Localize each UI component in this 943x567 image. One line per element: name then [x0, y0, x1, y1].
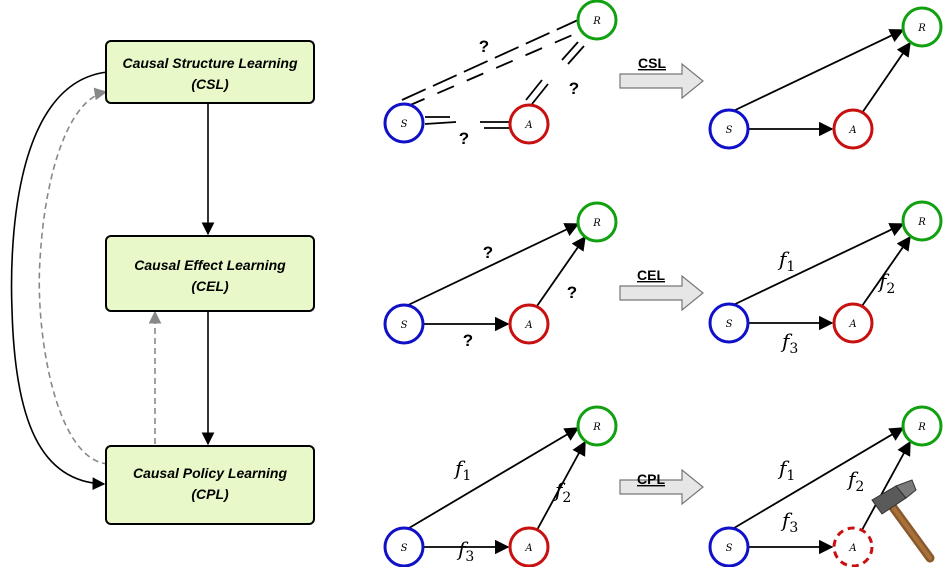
node-a-label: A	[848, 543, 856, 554]
node-a-label: A	[524, 120, 532, 131]
node-s	[708, 108, 750, 150]
node-s	[383, 102, 425, 144]
node-a-intervened	[832, 526, 874, 567]
node-s-label: S	[726, 543, 733, 554]
box-cel-title: Causal Effect Learning	[134, 257, 286, 273]
node-r-label: R	[917, 422, 926, 433]
node-s	[383, 526, 425, 567]
box-cpl-abbr: (CPL)	[191, 486, 229, 502]
node-s	[708, 302, 750, 344]
box-csl: Causal Structure Learning (CSL)	[105, 40, 315, 104]
effect-label-f3: f3	[456, 537, 474, 565]
box-cpl: Causal Policy Learning (CPL)	[105, 445, 315, 525]
box-csl-title: Causal Structure Learning	[122, 55, 297, 71]
graph-cel-after: f1 f2 f3 S A R	[708, 200, 943, 357]
unknown-edge-sr: ?	[479, 37, 489, 56]
node-s-label: S	[726, 125, 733, 136]
unknown-effect-sa: ?	[463, 331, 473, 350]
operator-label-cpl: CPL	[637, 471, 665, 487]
node-r	[901, 405, 943, 447]
node-r	[576, 405, 618, 447]
unknown-edge-sa: ?	[459, 129, 469, 148]
node-a	[508, 526, 550, 567]
node-r	[901, 200, 943, 242]
effect-label-f3: f3	[780, 329, 798, 357]
effect-label-f1: f1	[453, 456, 471, 484]
node-s	[708, 526, 750, 567]
effect-label-f1: f1	[777, 456, 795, 484]
node-r-label: R	[917, 23, 926, 34]
operator-arrow-cel: CEL	[619, 267, 704, 312]
box-csl-abbr: (CSL)	[191, 76, 229, 92]
unknown-edge-ar: ?	[569, 79, 579, 98]
node-s	[383, 303, 425, 345]
graph-cel-before: ? ? ? S A R	[383, 201, 618, 350]
feedback-cpl-to-csl	[38, 87, 109, 465]
operator-arrow-csl: CSL	[619, 55, 704, 100]
operator-arrow-cpl: CPL	[619, 468, 704, 506]
node-a	[508, 103, 550, 145]
node-r-label: R	[917, 217, 926, 228]
node-a-label: A	[524, 543, 532, 554]
loop-csl-to-cpl	[10, 71, 109, 491]
effect-label-f2: f2	[877, 269, 895, 297]
node-s-label: S	[401, 543, 408, 554]
node-a	[832, 302, 874, 344]
flowchart: Causal Structure Learning (CSL) Causal E…	[10, 40, 315, 525]
effect-label-f3: f3	[780, 508, 798, 536]
unknown-effect-ar: ?	[567, 283, 577, 302]
node-r	[576, 201, 618, 243]
operator-label-cel: CEL	[637, 267, 665, 283]
node-a-label: A	[848, 125, 856, 136]
unknown-effect-sr: ?	[483, 243, 493, 262]
hammer-icon	[871, 479, 935, 563]
node-s-label: S	[401, 119, 408, 130]
box-cpl-title: Causal Policy Learning	[133, 465, 287, 481]
effect-label-f1: f1	[777, 247, 795, 275]
operator-label-csl: CSL	[638, 55, 666, 71]
node-s-label: S	[401, 320, 408, 331]
box-cel: Causal Effect Learning (CEL)	[105, 235, 315, 312]
node-r	[576, 0, 618, 41]
graph-csl-before: ? ? ? S A R	[383, 0, 618, 148]
node-r-label: R	[592, 218, 601, 229]
node-r-label: R	[592, 16, 601, 27]
graph-cpl-before: f1 f2 f3 S A R	[383, 405, 618, 567]
effect-label-f2: f2	[553, 478, 571, 506]
effect-label-f2: f2	[846, 467, 864, 495]
node-a-label: A	[524, 320, 532, 331]
graph-cpl-after: f1 f2 f3 S A R	[708, 405, 943, 567]
node-r-label: R	[592, 422, 601, 433]
node-a-label: A	[848, 319, 856, 330]
node-a	[832, 108, 874, 150]
graph-csl-after: S A R	[708, 6, 943, 150]
node-s-label: S	[726, 319, 733, 330]
box-cel-abbr: (CEL)	[191, 278, 229, 294]
node-r	[901, 6, 943, 48]
node-a	[508, 303, 550, 345]
